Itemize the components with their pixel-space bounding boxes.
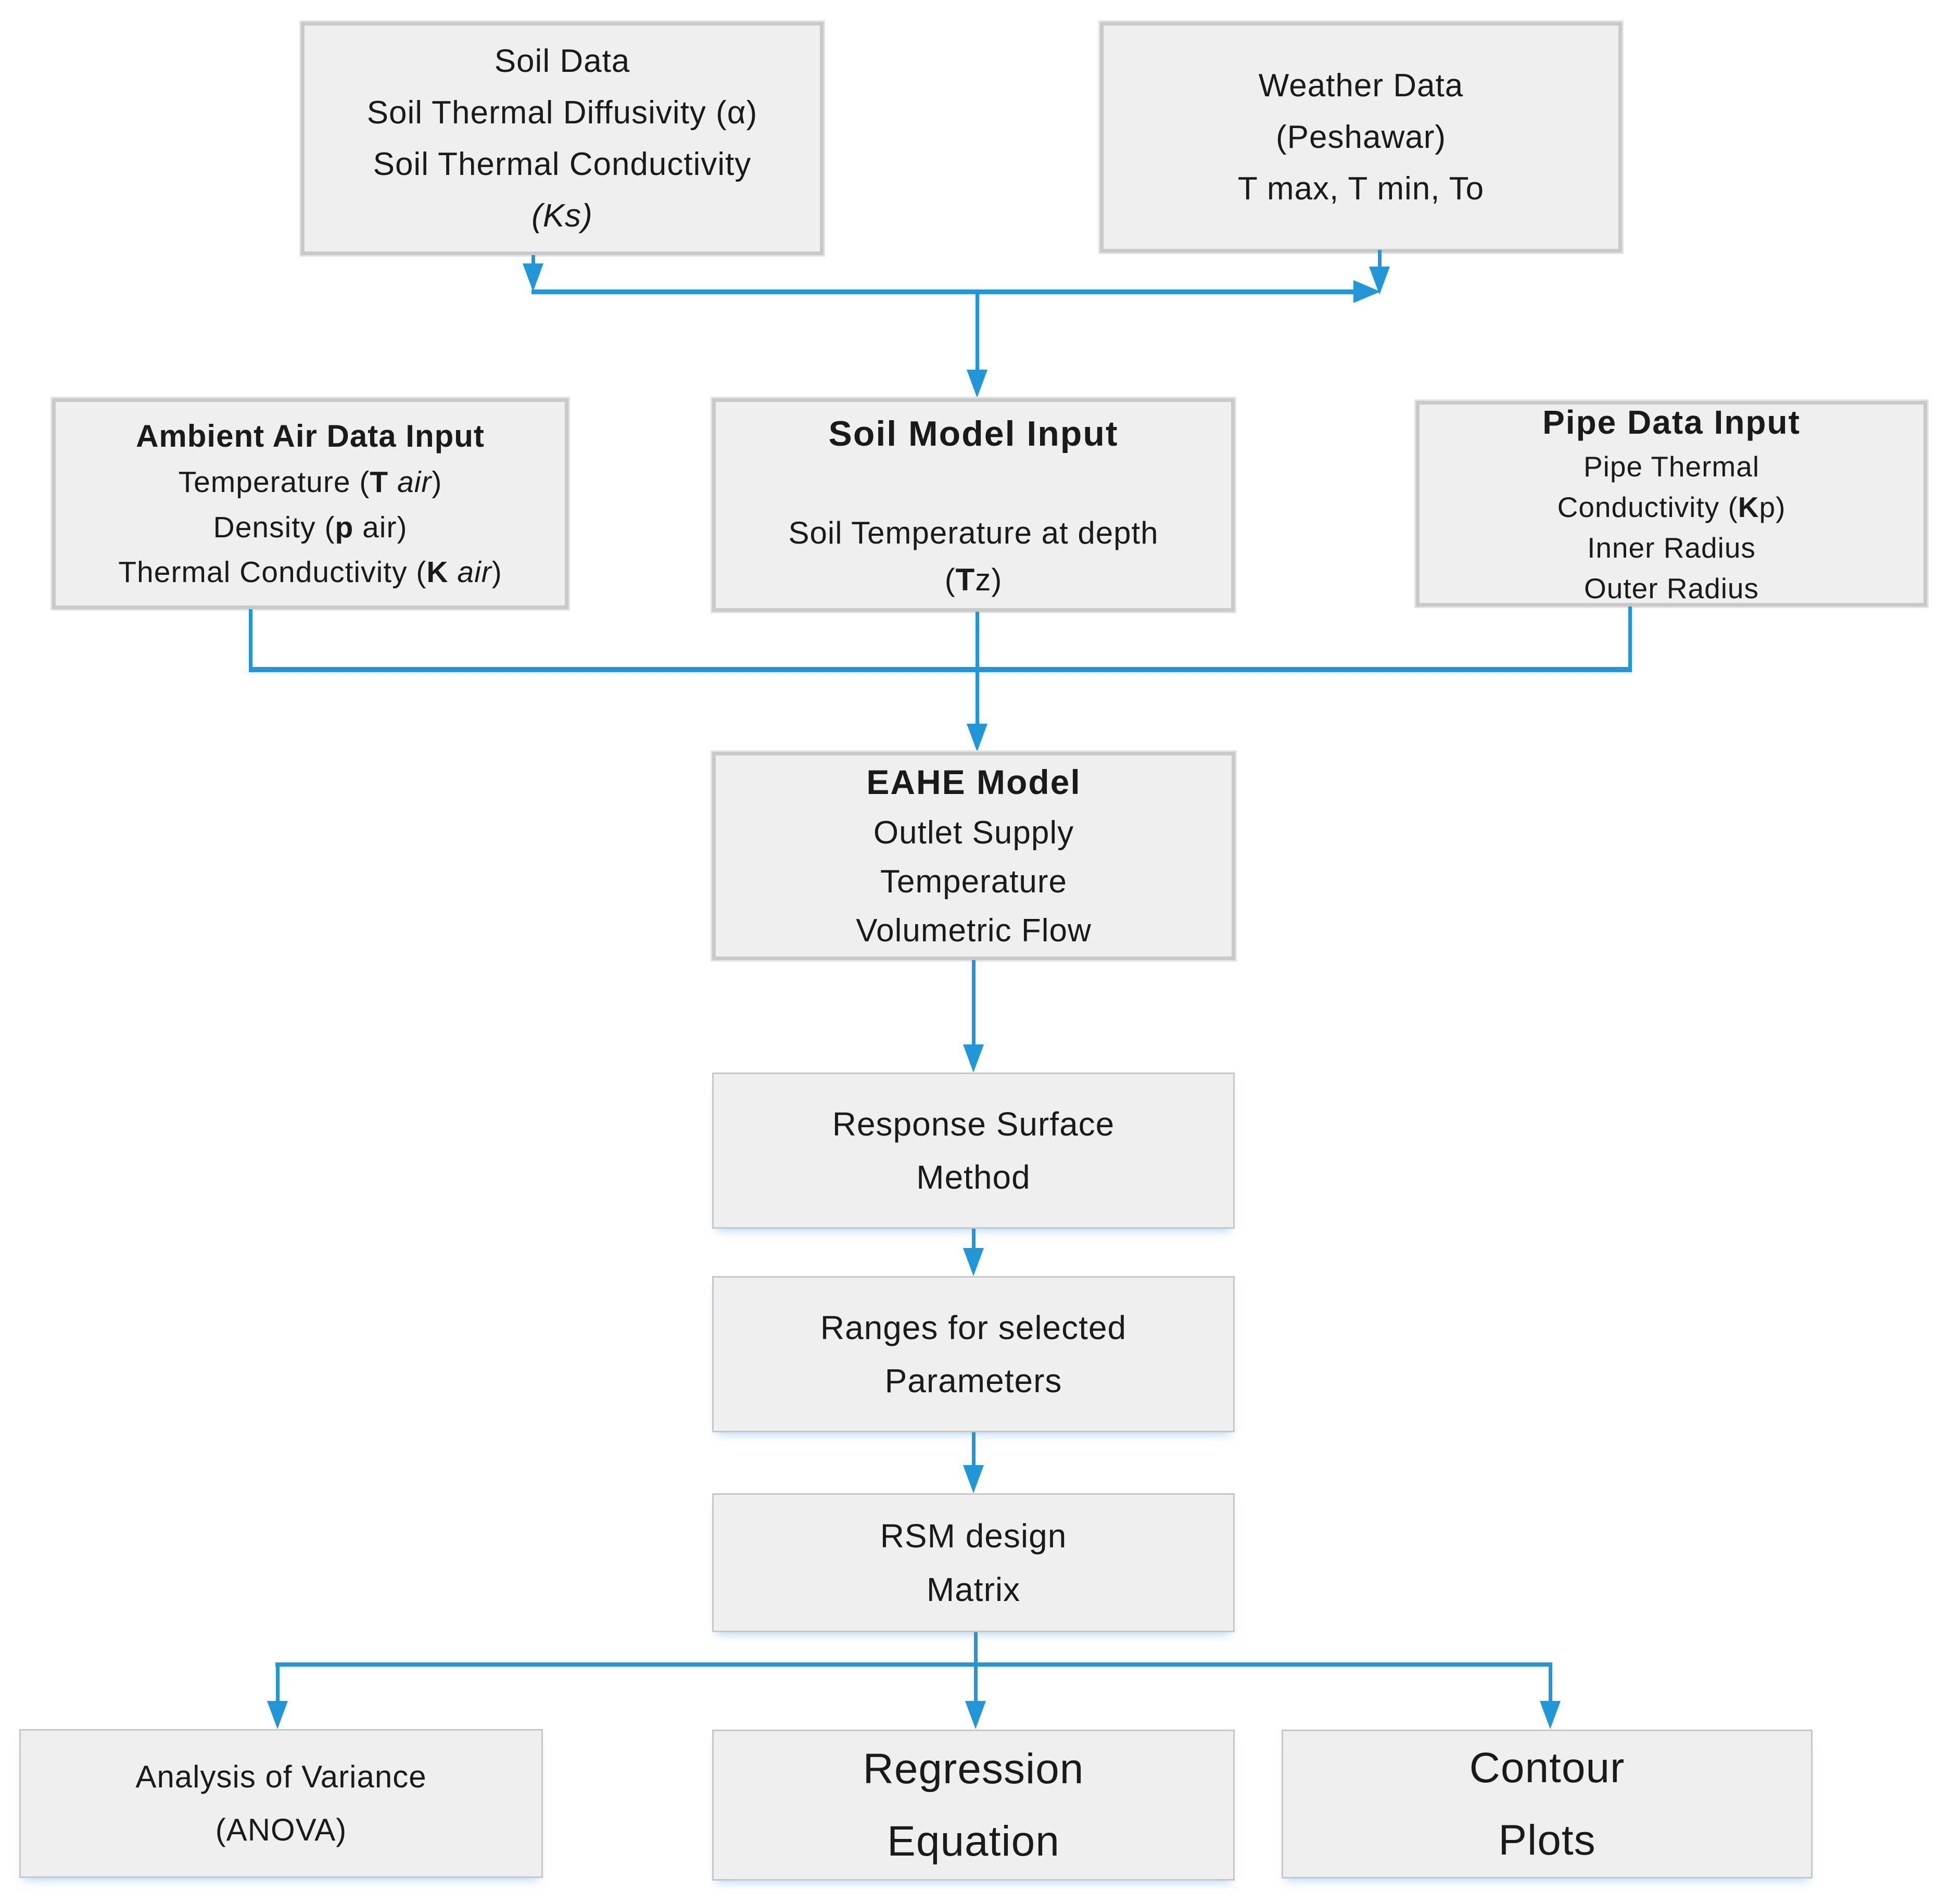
node-text-line: Outlet Supply xyxy=(873,814,1074,851)
node-anova: Analysis of Variance (ANOVA) xyxy=(19,1729,543,1878)
connector-soil-data-drop xyxy=(531,255,535,266)
node-text-line: Soil Thermal Diffusivity (α) xyxy=(366,94,758,131)
node-text-line: Response Surface xyxy=(832,1105,1115,1143)
node-text-line: EAHE Model xyxy=(866,763,1081,802)
node-text-line: Temperature (T air) xyxy=(178,465,442,499)
node-text-line: Ambient Air Data Input xyxy=(136,418,485,453)
node-text-line: (ANOVA) xyxy=(215,1812,347,1847)
node-text-line: Conductivity (Kp) xyxy=(1557,490,1786,523)
node-text-line: (Ks) xyxy=(531,198,593,234)
node-text-line: Soil Temperature at depth xyxy=(788,515,1159,550)
node-text-line: Equation xyxy=(887,1818,1060,1865)
node-text-line: (Tz) xyxy=(944,562,1003,597)
connector-rsm-stem xyxy=(974,1632,978,1665)
node-text-line: Ranges for selected xyxy=(820,1308,1127,1346)
arrow-down-icon xyxy=(967,724,987,752)
node-text-line: Inner Radius xyxy=(1587,531,1756,564)
node-text-line: Matrix xyxy=(926,1570,1021,1608)
arrow-down-icon xyxy=(965,1701,986,1729)
connector-response-ranges xyxy=(972,1229,976,1248)
node-text-line: Temperature xyxy=(880,864,1068,900)
connector-to-contour xyxy=(1549,1667,1552,1701)
connector-to-anova xyxy=(276,1667,280,1701)
connector-ranges-rsm xyxy=(972,1432,976,1465)
node-text-line: T max, T min, To xyxy=(1237,171,1485,207)
node-text-line: Pipe Data Input xyxy=(1542,403,1801,441)
connector-to-eahe xyxy=(976,672,979,724)
connector-to-soil-model xyxy=(976,292,979,370)
connector-mid-horizontal xyxy=(249,667,1632,672)
node-text-line: Soil Thermal Conductivity xyxy=(373,146,752,182)
node-text-line: Plots xyxy=(1498,1817,1596,1864)
node-text-line: Soil Data xyxy=(494,43,630,79)
connector-eahe-response xyxy=(972,960,976,1044)
node-text-line: Parameters xyxy=(884,1362,1062,1399)
node-weather-data: Weather Data (Peshawar) T max, T min, To xyxy=(1100,22,1622,253)
node-text-line: Pipe Thermal xyxy=(1583,450,1760,483)
connector-soil-model-drop xyxy=(976,612,979,669)
node-text-line: Density (p air) xyxy=(213,510,408,544)
node-text-line: Soil Model Input xyxy=(828,413,1119,453)
connector-top-horizontal xyxy=(531,289,1353,294)
node-text-line: RSM design xyxy=(880,1517,1067,1555)
node-text-line: (Peshawar) xyxy=(1276,119,1446,155)
arrow-down-icon xyxy=(1540,1701,1561,1729)
connector-to-regression xyxy=(974,1667,978,1701)
node-text-line: Outer Radius xyxy=(1584,572,1759,605)
arrow-down-icon xyxy=(267,1701,288,1729)
connector-ambient-drop xyxy=(249,609,252,669)
arrow-down-icon xyxy=(963,1465,984,1493)
node-text-line: Regression xyxy=(863,1745,1084,1793)
connector-branch-horizontal xyxy=(275,1662,1552,1667)
node-text-line: Thermal Conductivity (K air) xyxy=(118,556,502,589)
connector-pipe-drop xyxy=(1628,607,1632,669)
arrow-down-icon xyxy=(523,263,543,292)
node-text-line: Contour xyxy=(1469,1744,1625,1792)
arrow-down-icon xyxy=(963,1248,984,1276)
node-text-line: Method xyxy=(916,1158,1031,1196)
connector-weather-drop xyxy=(1378,250,1382,267)
arrow-down-icon xyxy=(967,370,987,398)
node-text-line: Weather Data xyxy=(1258,67,1464,104)
arrow-down-icon xyxy=(1369,267,1390,295)
node-text-line: Analysis of Variance xyxy=(135,1759,427,1794)
arrow-down-icon xyxy=(963,1044,984,1073)
node-text-line: Volumetric Flow xyxy=(856,913,1092,949)
